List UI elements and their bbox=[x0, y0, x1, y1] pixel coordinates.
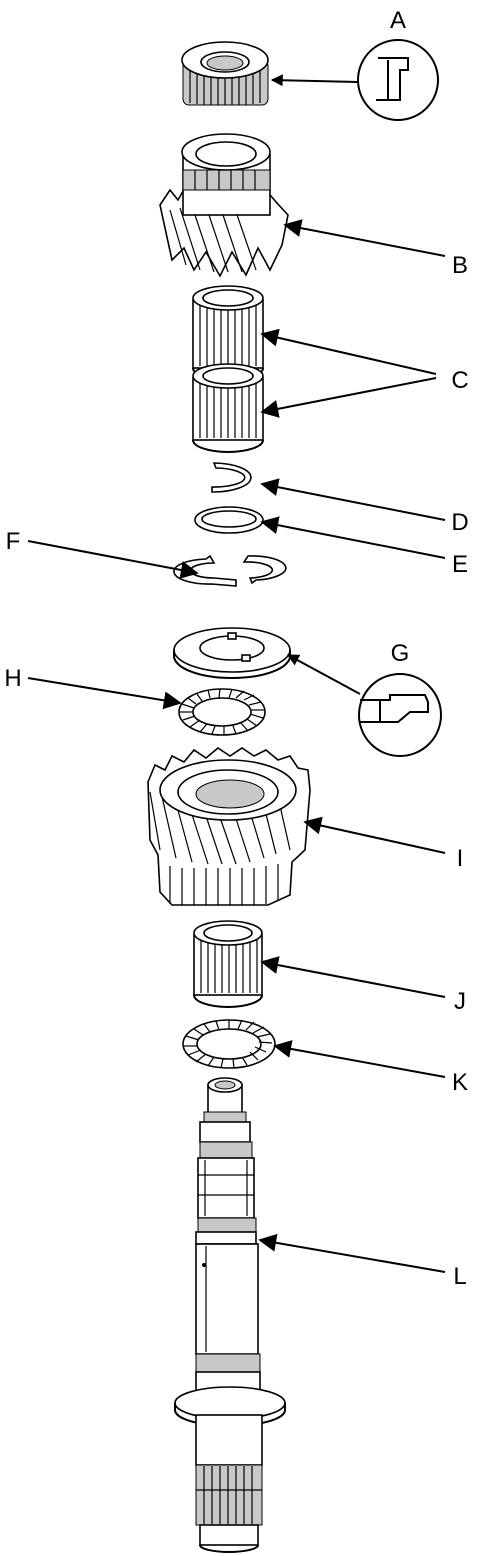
part-a-splined-gear bbox=[181, 41, 269, 106]
label-j: J bbox=[454, 988, 466, 1015]
part-d-snap-ring bbox=[211, 462, 252, 493]
label-g: G bbox=[391, 640, 410, 667]
label-e: E bbox=[452, 551, 468, 578]
label-k: K bbox=[452, 1069, 468, 1096]
part-l-main-shaft bbox=[174, 1077, 286, 1553]
label-b: B bbox=[452, 252, 468, 279]
detail-g-cross-section bbox=[358, 673, 442, 757]
part-h-thrust-bearing bbox=[178, 688, 266, 736]
part-g-thrust-washer bbox=[173, 627, 291, 679]
part-k-thrust-bearing bbox=[182, 1019, 276, 1069]
detail-a-cross-section bbox=[357, 39, 439, 121]
label-h: H bbox=[4, 665, 21, 692]
part-b-helical-gear bbox=[159, 133, 289, 278]
label-l: L bbox=[453, 1263, 466, 1290]
part-c-needle-bearing-upper bbox=[192, 285, 264, 381]
leader-lines bbox=[27, 219, 446, 1273]
part-e-ring bbox=[194, 506, 264, 534]
label-d: D bbox=[451, 509, 468, 536]
label-i: I bbox=[457, 845, 464, 872]
label-a: A bbox=[390, 7, 406, 34]
part-i-large-helical-gear bbox=[147, 747, 311, 906]
part-c-needle-bearing-lower bbox=[192, 363, 264, 453]
part-j-needle-bearing bbox=[193, 920, 263, 1008]
label-f: F bbox=[6, 528, 21, 555]
label-c: C bbox=[451, 367, 468, 394]
